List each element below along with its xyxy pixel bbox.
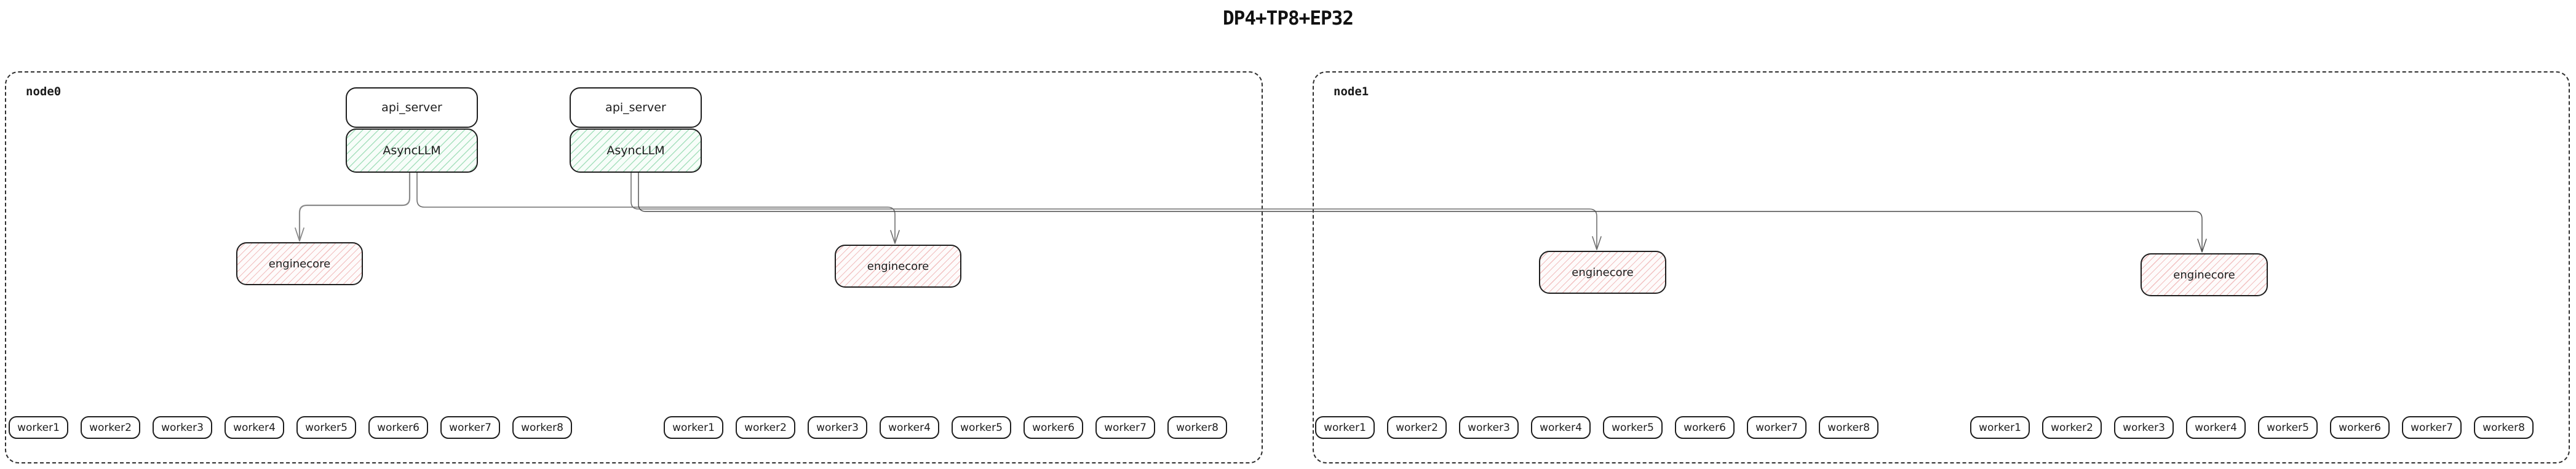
worker-box: worker8 (1819, 416, 1878, 439)
worker-label: worker2 (1396, 421, 1438, 434)
worker-box: worker8 (512, 416, 572, 439)
worker-label: worker8 (521, 421, 563, 434)
worker-label: worker2 (89, 421, 132, 434)
worker-label: worker6 (1032, 421, 1075, 434)
worker-label: worker4 (233, 421, 276, 434)
worker-group-1: worker1 worker2 worker3 worker4 worker5 … (664, 416, 1227, 439)
api-server-0-label: api_server (381, 101, 442, 114)
enginecore-1-label: enginecore (867, 259, 929, 273)
worker-label: worker7 (2411, 421, 2453, 434)
worker-label: worker7 (449, 421, 491, 434)
worker-label: worker1 (1324, 421, 1366, 434)
worker-label: worker5 (1612, 421, 1654, 434)
api-server-0-box: api_server (346, 87, 478, 128)
worker-box: worker3 (2114, 416, 2174, 439)
worker-label: worker2 (2051, 421, 2093, 434)
worker-box: worker5 (2258, 416, 2318, 439)
worker-box: worker8 (2474, 416, 2534, 439)
worker-box: worker1 (1315, 416, 1375, 439)
worker-label: worker8 (1176, 421, 1218, 434)
worker-box: worker7 (1095, 416, 1155, 439)
worker-group-3: worker1 worker2 worker3 worker4 worker5 … (1970, 416, 2534, 439)
worker-label: worker3 (2123, 421, 2165, 434)
worker-label: worker5 (2267, 421, 2309, 434)
node0-label: node0 (26, 85, 62, 98)
worker-box: worker1 (1970, 416, 2030, 439)
worker-label: worker3 (816, 421, 859, 434)
worker-box: worker5 (296, 416, 356, 439)
worker-box: worker2 (736, 416, 795, 439)
enginecore-1-box: enginecore (835, 245, 961, 288)
worker-label: worker6 (2339, 421, 2381, 434)
worker-box: worker4 (1531, 416, 1591, 439)
worker-box: worker1 (9, 416, 68, 439)
worker-box: worker2 (81, 416, 140, 439)
enginecore-2-label: enginecore (1572, 266, 1634, 279)
worker-label: worker6 (377, 421, 419, 434)
worker-box: worker5 (952, 416, 1011, 439)
worker-label: worker7 (1104, 421, 1147, 434)
worker-box: worker7 (440, 416, 500, 439)
worker-label: worker2 (744, 421, 787, 434)
asyncllm-1-label: AsyncLLM (606, 144, 665, 157)
worker-label: worker1 (1979, 421, 2021, 434)
worker-box: worker7 (1747, 416, 1807, 439)
enginecore-0-box: enginecore (236, 242, 363, 285)
asyncllm-1-box: AsyncLLM (570, 128, 702, 173)
worker-label: worker7 (1755, 421, 1798, 434)
worker-box: worker2 (2042, 416, 2102, 439)
worker-label: worker8 (2483, 421, 2525, 434)
worker-label: worker8 (1827, 421, 1870, 434)
node0-container (5, 71, 1263, 463)
worker-box: worker8 (1167, 416, 1227, 439)
worker-box: worker2 (1387, 416, 1447, 439)
worker-group-2: worker1 worker2 worker3 worker4 worker5 … (1315, 416, 1878, 439)
worker-box: worker6 (368, 416, 428, 439)
api-server-1-label: api_server (605, 101, 666, 114)
enginecore-3-box: enginecore (2141, 253, 2268, 296)
worker-label: worker5 (960, 421, 1003, 434)
worker-group-0: worker1 worker2 worker3 worker4 worker5 … (9, 416, 572, 439)
worker-label: worker4 (2195, 421, 2237, 434)
worker-label: worker4 (1540, 421, 1582, 434)
asyncllm-0-label: AsyncLLM (383, 144, 441, 157)
worker-box: worker7 (2402, 416, 2462, 439)
enginecore-0-label: enginecore (268, 257, 331, 270)
enginecore-2-box: enginecore (1539, 251, 1666, 294)
worker-box: worker3 (153, 416, 212, 439)
worker-box: worker4 (880, 416, 939, 439)
worker-label: worker1 (672, 421, 715, 434)
worker-label: worker3 (1468, 421, 1510, 434)
worker-label: worker5 (305, 421, 348, 434)
asyncllm-0-box: AsyncLLM (346, 128, 478, 173)
diagram-title: DP4+TP8+EP32 (1223, 7, 1354, 30)
worker-label: worker3 (161, 421, 204, 434)
worker-box: worker6 (2330, 416, 2390, 439)
worker-box: worker4 (2186, 416, 2246, 439)
worker-label: worker6 (1684, 421, 1726, 434)
enginecore-3-label: enginecore (2173, 268, 2235, 282)
worker-box: worker3 (1459, 416, 1519, 439)
worker-box: worker6 (1675, 416, 1735, 439)
worker-box: worker4 (225, 416, 284, 439)
node1-container (1313, 71, 2570, 463)
worker-label: worker4 (888, 421, 931, 434)
worker-label: worker1 (17, 421, 60, 434)
api-server-1-box: api_server (570, 87, 702, 128)
worker-box: worker3 (808, 416, 867, 439)
worker-box: worker6 (1024, 416, 1083, 439)
worker-box: worker5 (1603, 416, 1663, 439)
worker-box: worker1 (664, 416, 723, 439)
node1-label: node1 (1334, 85, 1369, 98)
